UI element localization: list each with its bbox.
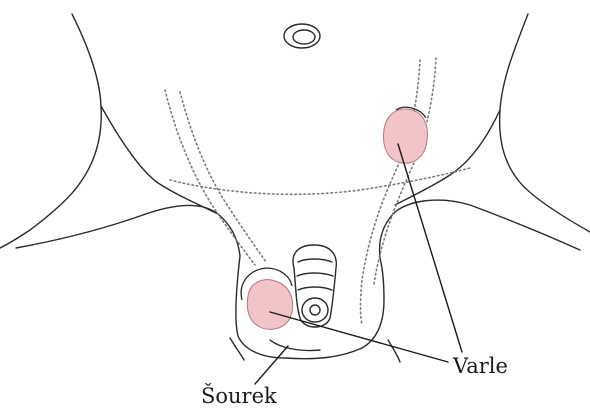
penis [293, 245, 336, 327]
leader-testis-left [270, 312, 448, 362]
left-thigh-line [16, 205, 240, 256]
left-inguinal-canal-inner [180, 92, 266, 262]
testis-right [384, 107, 428, 163]
right-groin-tip [388, 340, 400, 362]
navel [284, 24, 320, 48]
abdominal-fold-dots [170, 168, 470, 194]
left-inguinal-canal-outer [165, 90, 255, 265]
left-hip-crease [101, 106, 218, 214]
label-testis: Varle [453, 356, 508, 377]
leader-testis-right [398, 144, 462, 352]
right-thigh-line [380, 200, 580, 258]
right-cord-inner [374, 58, 436, 284]
left-body-outline [0, 14, 101, 248]
scrotum-inner [270, 340, 320, 351]
right-cord-outer [361, 60, 421, 325]
label-scrotum: Šourek [201, 386, 277, 407]
right-body-outline [500, 14, 590, 232]
testis-left [241, 268, 293, 329]
left-groin-tip [230, 338, 244, 360]
leader-scrotum [255, 346, 288, 384]
